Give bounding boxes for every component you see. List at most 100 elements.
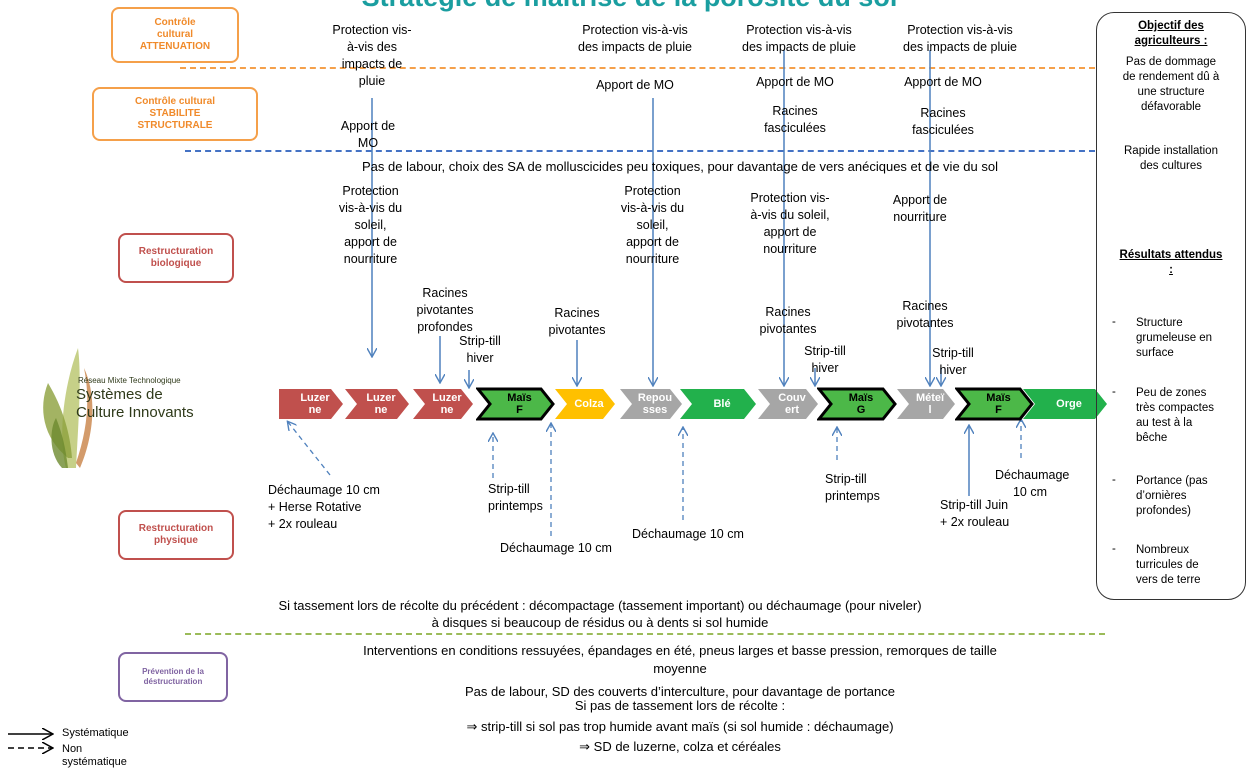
text-line: profondes [417,320,473,334]
text-line: vers de terre [1136,574,1201,586]
text-line: pivotantes [759,322,817,336]
chevron-shape [476,387,555,421]
objectif-item-1: Pas de dommage de rendement dû à une struc… [1098,55,1244,115]
category-line: physique [154,535,198,546]
text-line: pivotantes [416,303,474,317]
text-line: Strip-till [825,472,867,486]
text-line: + 2x rouleau [268,517,338,531]
text-line: bêche [1136,432,1168,444]
category-line: Prévention de la [142,667,204,676]
text-line: Protection vis- [332,23,412,37]
text-line: pivotantes [548,323,606,337]
text-line: Non [62,743,83,755]
arrow-dashed [288,422,331,476]
crop-label-line: Orge [1056,398,1082,410]
logo-rmt: Réseau Mixte Technologique Systèmes de C… [38,328,248,468]
text-line: Racines [772,104,818,118]
text-line: des impacts de pluie [903,40,1017,54]
text-line: fasciculées [764,121,826,135]
crop-label-line: Méteï [915,392,945,404]
text-protection-pluie-4: Protection vis-à-vis des impacts de pluie [885,22,1035,56]
crop-label-line: ne [440,404,454,416]
text-line: Résultats attendus [1119,249,1223,261]
text-moyenne: moyenne [653,661,707,676]
crop-label-line: Repou [637,392,673,404]
text-line: Protection vis-à-vis [907,23,1013,37]
chevron-shape [680,389,756,419]
text-line: apport de [626,235,679,249]
text-line: Pas de dommage [1125,56,1217,68]
chevron-shape [620,389,682,419]
text-line: défavorable [1140,101,1202,113]
text-line: Apport de [340,119,396,133]
chevron-shape [817,387,897,421]
crop-label-line: Colza [574,398,604,410]
crop-label-line: Luzer [300,392,330,404]
chevron-shape [955,387,1034,421]
text-line: de rendement dû à [1122,71,1220,83]
text-dechaumage-1: Déchaumage 10 cm [500,541,612,555]
text-line: soleil, [354,218,387,232]
text-line: vis-à-vis du [338,201,403,215]
legend-systematique: Systématique [62,727,129,739]
text-line: profondes) [1136,505,1191,517]
text-apport-mo-1: Apport de MO [318,118,418,152]
category-line: cultural [156,29,194,40]
text-line: nourriture [763,242,817,256]
text-line: une structure [1137,86,1205,98]
text-line: systématique [62,756,127,768]
text-line: fasciculées [912,123,974,137]
text-tassement-2: à disques si beaucoup de résidus ou à de… [431,615,769,630]
text-line: Peu de zones [1136,387,1207,399]
text-line: Protection vis-à-vis [582,23,688,37]
crop-label-line: F [995,404,1002,416]
chevron-shape [345,389,409,419]
text-line: printemps [825,489,880,503]
chevron-shape [1023,389,1107,419]
category-line: déstructuration [143,677,203,686]
category-line: biologique [150,258,202,269]
logo-leaves-icon [43,348,93,468]
text-line: apport de [763,225,817,239]
text-line: d’ornières [1136,490,1187,502]
text-line: Racines [554,306,600,320]
result-bullet: - [1112,316,1116,328]
text-racines-fasciculees-1: Racines fasciculées [740,103,850,137]
text-line: vis-à-vis du [620,201,685,215]
text-line: Racines [902,299,948,313]
category-line: Restructuration [138,523,214,534]
text-line: hiver [939,363,967,377]
text-line: hiver [811,361,839,375]
text-line: nourriture [343,252,398,266]
crop-label-line: Maïs [986,392,1011,404]
text-line: impacts de [341,57,403,71]
text-line: MO [357,136,379,150]
text-line: Strip-till [459,334,501,348]
chevron-shape [897,389,955,419]
crop-label-line: Couv [778,392,806,404]
text-sd-luzerne: ⇒ SD de luzerne, colza et céréales [579,739,781,754]
text-strip-till-juin: Strip-till Juin+ 2x rouleau [940,497,1009,531]
separator-orange [180,67,1095,69]
text-line: Protection vis- [750,191,830,205]
crop-chevron: Blé [680,389,756,419]
text-apport-mo-4: Apport de MO [904,75,982,89]
result-bullet: - [1112,474,1116,486]
separator-blue [185,150,1095,152]
text-strip-till-printemps-2: Strip-till printemps [825,471,880,505]
